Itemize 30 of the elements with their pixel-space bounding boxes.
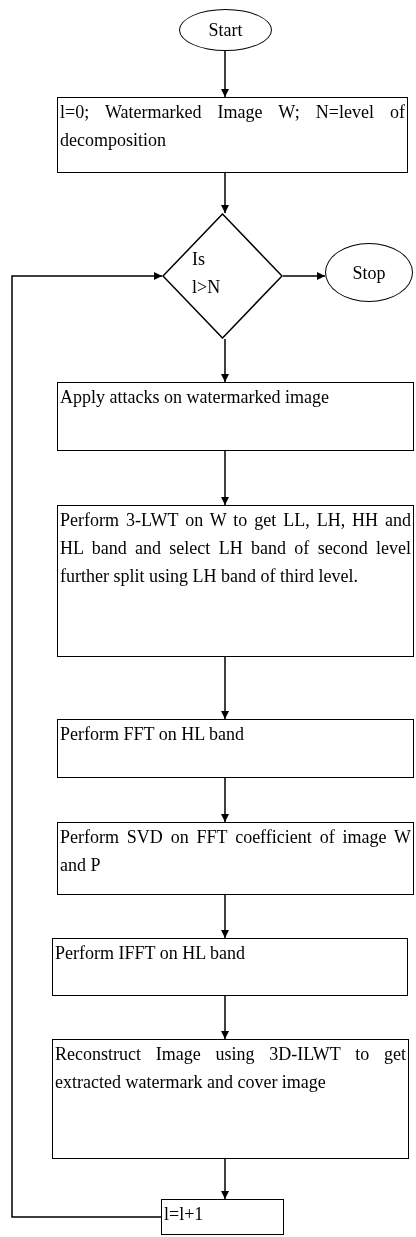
step-text: Perform 3-LWT on W to get LL, LH, HH and HL band and select LH band of second level further split using LH band of third level. bbox=[59, 509, 412, 588]
process-box bbox=[57, 719, 414, 778]
process-box bbox=[52, 938, 408, 996]
step-text: l=l+1 bbox=[163, 1203, 205, 1226]
step-text: Perform IFFT on HL band bbox=[54, 942, 246, 965]
step-text: Reconstruct Image using 3D-ILWT to get extracted watermark and cover image bbox=[54, 1043, 407, 1094]
arrow bbox=[221, 656, 229, 720]
arrow bbox=[221, 995, 229, 1040]
process-box bbox=[57, 382, 414, 451]
step-text: l=0; Watermarked Image W; N=level of decomposition bbox=[59, 101, 406, 152]
arrow bbox=[221, 1158, 229, 1200]
arrow bbox=[221, 50, 229, 98]
step-text: Perform SVD on FFT coefficient of image W and P bbox=[59, 826, 412, 877]
step-text: Start bbox=[208, 19, 243, 42]
process-box bbox=[161, 1199, 284, 1235]
step-text: Is l>N bbox=[192, 248, 222, 299]
arrow bbox=[221, 338, 229, 383]
step-text: Apply attacks on watermarked image bbox=[59, 386, 330, 409]
process-box bbox=[57, 505, 414, 657]
process-box bbox=[52, 1039, 409, 1159]
step-text: Stop bbox=[352, 261, 386, 285]
process-box bbox=[57, 97, 408, 173]
step-text: Perform FFT on HL band bbox=[59, 723, 245, 746]
process-box bbox=[57, 822, 414, 895]
arrow bbox=[11, 272, 163, 1218]
arrow bbox=[221, 777, 229, 823]
arrow bbox=[221, 450, 229, 506]
arrow bbox=[282, 272, 326, 280]
arrow bbox=[221, 172, 229, 214]
arrow bbox=[221, 894, 229, 939]
